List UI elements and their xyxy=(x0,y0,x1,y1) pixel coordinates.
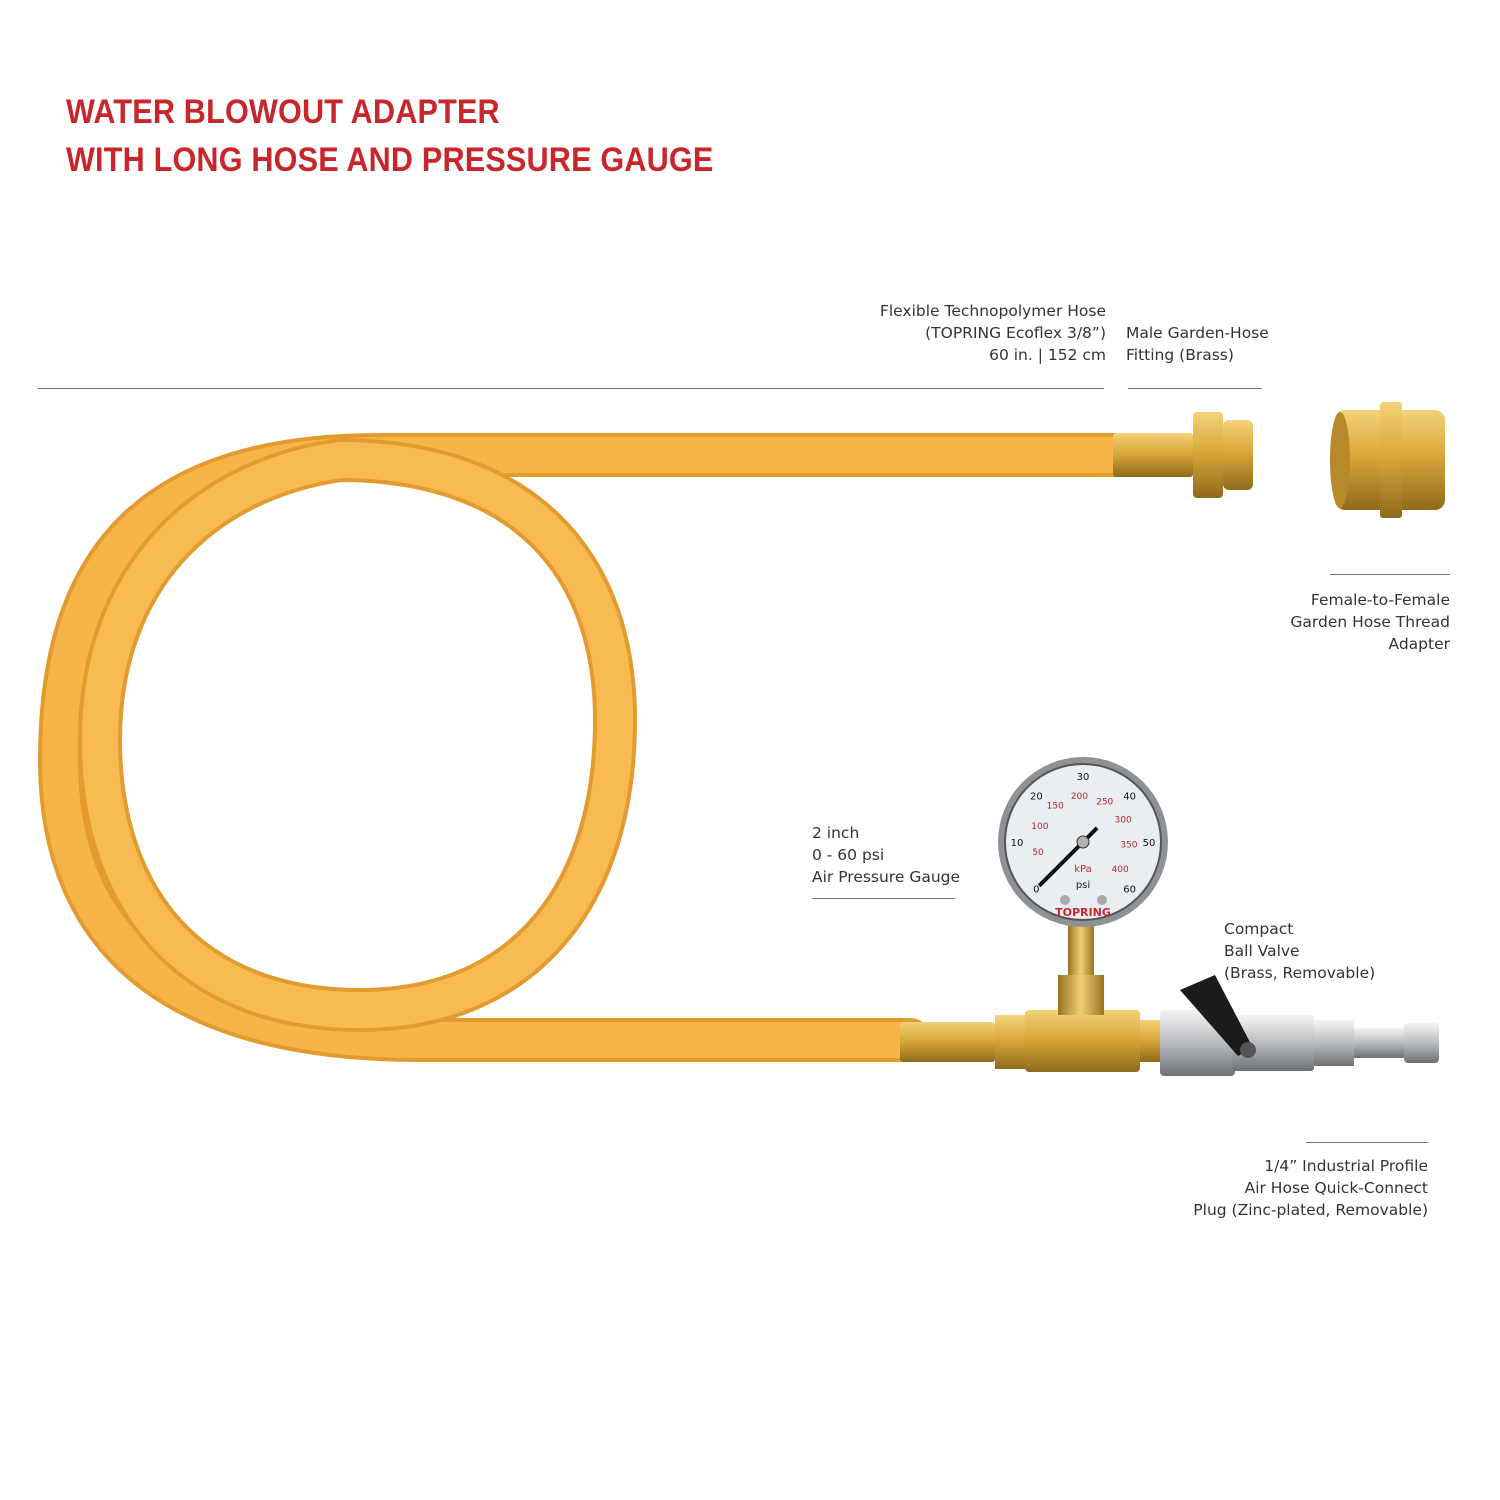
valve-handle xyxy=(1180,975,1253,1056)
callout-line: Air Hose Quick-Connect xyxy=(1244,1179,1428,1197)
quick-connect-plug xyxy=(1314,1020,1439,1066)
gauge-psi-tick: 40 xyxy=(1123,791,1136,802)
plug-callout: 1/4” Industrial Profile Air Hose Quick-C… xyxy=(1193,1155,1428,1221)
page-title: WATER BLOWOUT ADAPTER WITH LONG HOSE AND… xyxy=(66,88,713,184)
callout-line: Ball Valve xyxy=(1224,942,1300,960)
male-fitting-callout: Male Garden-Hose Fitting (Brass) xyxy=(1126,322,1269,366)
divider xyxy=(812,898,955,899)
gauge-psi-unit: psi xyxy=(1076,880,1090,891)
gauge-psi-tick: 20 xyxy=(1030,791,1043,802)
callout-line: Fitting (Brass) xyxy=(1126,346,1234,364)
gauge-kpa-tick: 350 xyxy=(1120,841,1137,851)
ball-valve-callout: Compact Ball Valve (Brass, Removable) xyxy=(1224,918,1375,984)
gauge-psi-tick: 10 xyxy=(1011,838,1024,849)
callout-line: Female-to-Female xyxy=(1310,591,1450,609)
divider xyxy=(1128,388,1262,389)
gauge-brand: TOPRING xyxy=(1055,906,1111,919)
divider xyxy=(38,388,1104,389)
pressure-gauge xyxy=(998,757,1168,927)
callout-line: Adapter xyxy=(1388,635,1451,653)
gauge-kpa-tick: 50 xyxy=(1032,848,1044,858)
female-adapter xyxy=(1330,402,1445,518)
gauge-kpa-tick: 250 xyxy=(1096,797,1113,807)
gauge-psi-tick: 30 xyxy=(1077,772,1090,783)
hose-callout: Flexible Technopolymer Hose (TOPRING Eco… xyxy=(880,300,1106,366)
callout-line: (TOPRING Ecoflex 3/8”) xyxy=(925,324,1106,342)
title-line-1: WATER BLOWOUT ADAPTER xyxy=(66,93,500,131)
callout-line: Garden Hose Thread xyxy=(1290,613,1450,631)
callout-line: Air Pressure Gauge xyxy=(812,868,961,886)
ball-valve xyxy=(1160,975,1314,1076)
hose xyxy=(37,433,1142,1062)
callout-line: Compact xyxy=(1224,920,1294,938)
callout-line: 2 inch xyxy=(812,824,860,842)
female-adapter-callout: Female-to-Female Garden Hose Thread Adap… xyxy=(1290,589,1450,655)
callout-line: 1/4” Industrial Profile xyxy=(1264,1157,1428,1175)
gauge-kpa-tick: 200 xyxy=(1071,792,1088,802)
gauge-kpa-unit: kPa xyxy=(1074,864,1092,875)
callout-line: (Brass, Removable) xyxy=(1224,964,1376,982)
gauge-psi-tick: 60 xyxy=(1123,885,1136,896)
callout-line: 60 in. | 152 cm xyxy=(989,346,1106,364)
gauge-psi-tick: 50 xyxy=(1143,838,1156,849)
divider xyxy=(1330,574,1450,575)
gauge-kpa-tick: 300 xyxy=(1115,816,1132,826)
gauge-kpa-tick: 100 xyxy=(1031,822,1048,832)
callout-line: 0 - 60 psi xyxy=(812,846,885,864)
brass-tee xyxy=(900,920,1165,1072)
callout-line: Flexible Technopolymer Hose xyxy=(879,302,1106,320)
male-hose-fitting xyxy=(1113,412,1253,498)
gauge-psi-tick: 0 xyxy=(1033,885,1039,896)
gauge-kpa-tick: 400 xyxy=(1112,865,1129,875)
gauge-kpa-tick: 150 xyxy=(1047,801,1064,811)
title-line-2: WITH LONG HOSE AND PRESSURE GAUGE xyxy=(66,141,714,179)
callout-line: Plug (Zinc-plated, Removable) xyxy=(1193,1201,1428,1219)
divider xyxy=(1306,1142,1428,1143)
callout-line: Male Garden-Hose xyxy=(1126,324,1269,342)
gauge-callout: 2 inch 0 - 60 psi Air Pressure Gauge xyxy=(812,822,960,888)
